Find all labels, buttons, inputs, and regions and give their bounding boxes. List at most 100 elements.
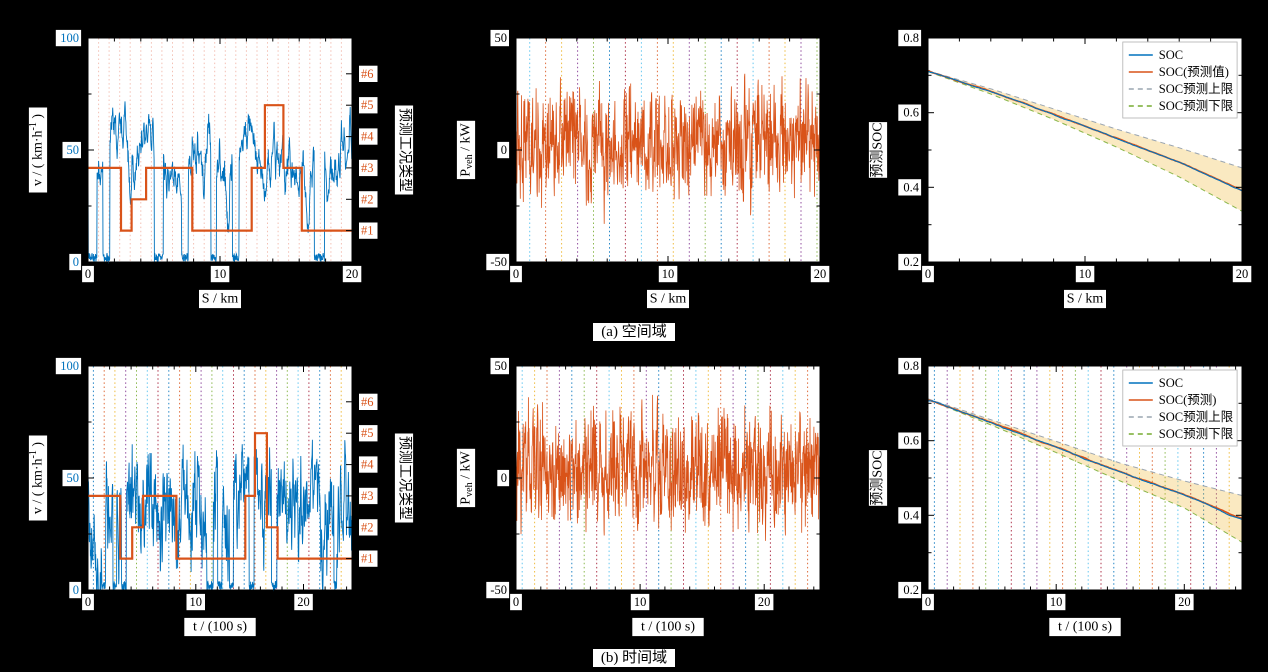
series-predicted-condition-type bbox=[88, 432, 352, 560]
y-tick-label: 50 bbox=[62, 469, 81, 487]
series-soc-upper-bound bbox=[927, 398, 1243, 496]
x-tick-label: 10 bbox=[186, 593, 205, 611]
y-tick-label: 0 bbox=[497, 141, 510, 159]
y-tick-label: 0.6 bbox=[898, 104, 922, 121]
legend-label: SOC bbox=[1159, 376, 1183, 390]
right-tick-label: #3 bbox=[359, 159, 378, 177]
svg-text:50: 50 bbox=[495, 359, 508, 373]
tick-marks bbox=[515, 365, 820, 591]
svg-text:#5: #5 bbox=[361, 426, 374, 440]
svg-text:0: 0 bbox=[85, 267, 91, 281]
series-soc-upper-bound bbox=[927, 70, 1243, 169]
svg-text:10: 10 bbox=[634, 595, 647, 609]
svg-text:0.8: 0.8 bbox=[903, 31, 919, 45]
svg-text:0.4: 0.4 bbox=[903, 508, 919, 522]
svg-text:20: 20 bbox=[1178, 595, 1191, 609]
x-tick-label: 0 bbox=[82, 593, 94, 611]
svg-text:10: 10 bbox=[214, 267, 227, 281]
x-tick-label: 20 bbox=[754, 593, 774, 611]
svg-text:预测工况类型: 预测工况类型 bbox=[397, 436, 413, 520]
svg-text:预测SOC: 预测SOC bbox=[870, 122, 886, 177]
y-tick-label: 0 bbox=[69, 581, 82, 599]
y-tick-label: 0.8 bbox=[898, 29, 922, 47]
y-axis-label: Pveh​ / kW bbox=[456, 448, 476, 508]
right-tick-label: #4 bbox=[359, 456, 378, 473]
svg-text:#3: #3 bbox=[361, 161, 374, 175]
right-tick-label: #1 bbox=[359, 222, 378, 239]
tick-marks bbox=[87, 37, 353, 263]
svg-text:v / ( km·h-1​ ): v / ( km·h-1​ ) bbox=[28, 442, 46, 515]
svg-text:0.6: 0.6 bbox=[903, 106, 919, 120]
y-tick-label: 0.2 bbox=[898, 253, 922, 271]
segment-boundary-lines bbox=[98, 38, 342, 262]
right-tick-label: #4 bbox=[359, 128, 378, 145]
x-tick-label: 20 bbox=[1175, 593, 1194, 611]
svg-text:10: 10 bbox=[190, 595, 203, 609]
legend-label: SOC预测上限 bbox=[1159, 82, 1234, 96]
x-axis-label: S / km bbox=[199, 289, 241, 309]
svg-text:t / (100 s): t / (100 s) bbox=[1058, 620, 1112, 635]
right-tick-label: #1 bbox=[359, 550, 378, 567]
svg-text:#6: #6 bbox=[361, 67, 374, 81]
x-tick-label: 10 bbox=[1046, 593, 1066, 611]
svg-text:0: 0 bbox=[513, 595, 519, 609]
x-tick-label: 0 bbox=[510, 265, 522, 283]
series-soc-lower-bound bbox=[927, 399, 1243, 543]
series-predicted-condition-type bbox=[88, 104, 352, 232]
y-tick-label: 50 bbox=[490, 29, 509, 47]
y-tick-label: -50 bbox=[486, 581, 510, 599]
svg-text:0: 0 bbox=[513, 267, 519, 281]
series-soc-lower-bound bbox=[927, 71, 1243, 212]
svg-text:10: 10 bbox=[1079, 267, 1092, 281]
y-tick-label: 0.4 bbox=[898, 507, 922, 524]
x-tick-label: 0 bbox=[922, 265, 934, 283]
y-tick-label: 50 bbox=[62, 141, 81, 159]
svg-text:0.2: 0.2 bbox=[903, 255, 919, 269]
svg-text:0: 0 bbox=[85, 595, 91, 609]
svg-text:#4: #4 bbox=[361, 458, 374, 472]
x-axis-label: S / km bbox=[1064, 289, 1106, 309]
x-tick-label: 10 bbox=[630, 593, 650, 611]
svg-text:S / km: S / km bbox=[202, 292, 239, 307]
right-tick-label: #6 bbox=[359, 65, 378, 82]
svg-text:50: 50 bbox=[495, 31, 508, 45]
svg-text:50: 50 bbox=[67, 471, 80, 485]
x-tick-label: 20 bbox=[1232, 265, 1252, 283]
svg-text:0: 0 bbox=[73, 583, 79, 597]
svg-text:0.4: 0.4 bbox=[903, 180, 919, 194]
tick-marks bbox=[515, 37, 821, 263]
right-tick-label: #6 bbox=[359, 393, 378, 410]
y-axis-label: 预测SOC bbox=[868, 450, 888, 506]
right-tick-label: #5 bbox=[359, 97, 378, 114]
x-tick-label: 0 bbox=[510, 593, 522, 611]
svg-text:50: 50 bbox=[67, 143, 80, 157]
x-tick-label: 20 bbox=[294, 593, 313, 611]
svg-text:#4: #4 bbox=[361, 130, 374, 144]
svg-text:#1: #1 bbox=[361, 552, 374, 566]
y-tick-label: 0 bbox=[69, 253, 82, 271]
svg-text:0: 0 bbox=[501, 143, 507, 157]
y-tick-label: 0.2 bbox=[898, 581, 922, 599]
y-axis-label: v / ( km·h-1​ ) bbox=[28, 107, 48, 193]
svg-text:#6: #6 bbox=[361, 395, 374, 409]
legend-label: SOC预测下限 bbox=[1159, 99, 1234, 113]
series-velocity bbox=[87, 439, 353, 592]
svg-text:-50: -50 bbox=[490, 255, 507, 269]
x-axis-label: t / (100 s) bbox=[632, 617, 704, 637]
svg-text:0.8: 0.8 bbox=[903, 359, 919, 373]
legend-label: SOC预测上限 bbox=[1159, 410, 1234, 424]
series-vehicle-power bbox=[515, 394, 821, 541]
series-soc-actual bbox=[927, 400, 1243, 520]
y-tick-label: 100 bbox=[55, 29, 82, 47]
svg-text:v / ( km·h-1​ ): v / ( km·h-1​ ) bbox=[28, 114, 46, 187]
svg-text:10: 10 bbox=[662, 267, 675, 281]
y-tick-label: 0.4 bbox=[898, 179, 922, 196]
legend-label: SOC预测下限 bbox=[1159, 427, 1234, 441]
y-tick-label: 0.8 bbox=[898, 357, 922, 375]
